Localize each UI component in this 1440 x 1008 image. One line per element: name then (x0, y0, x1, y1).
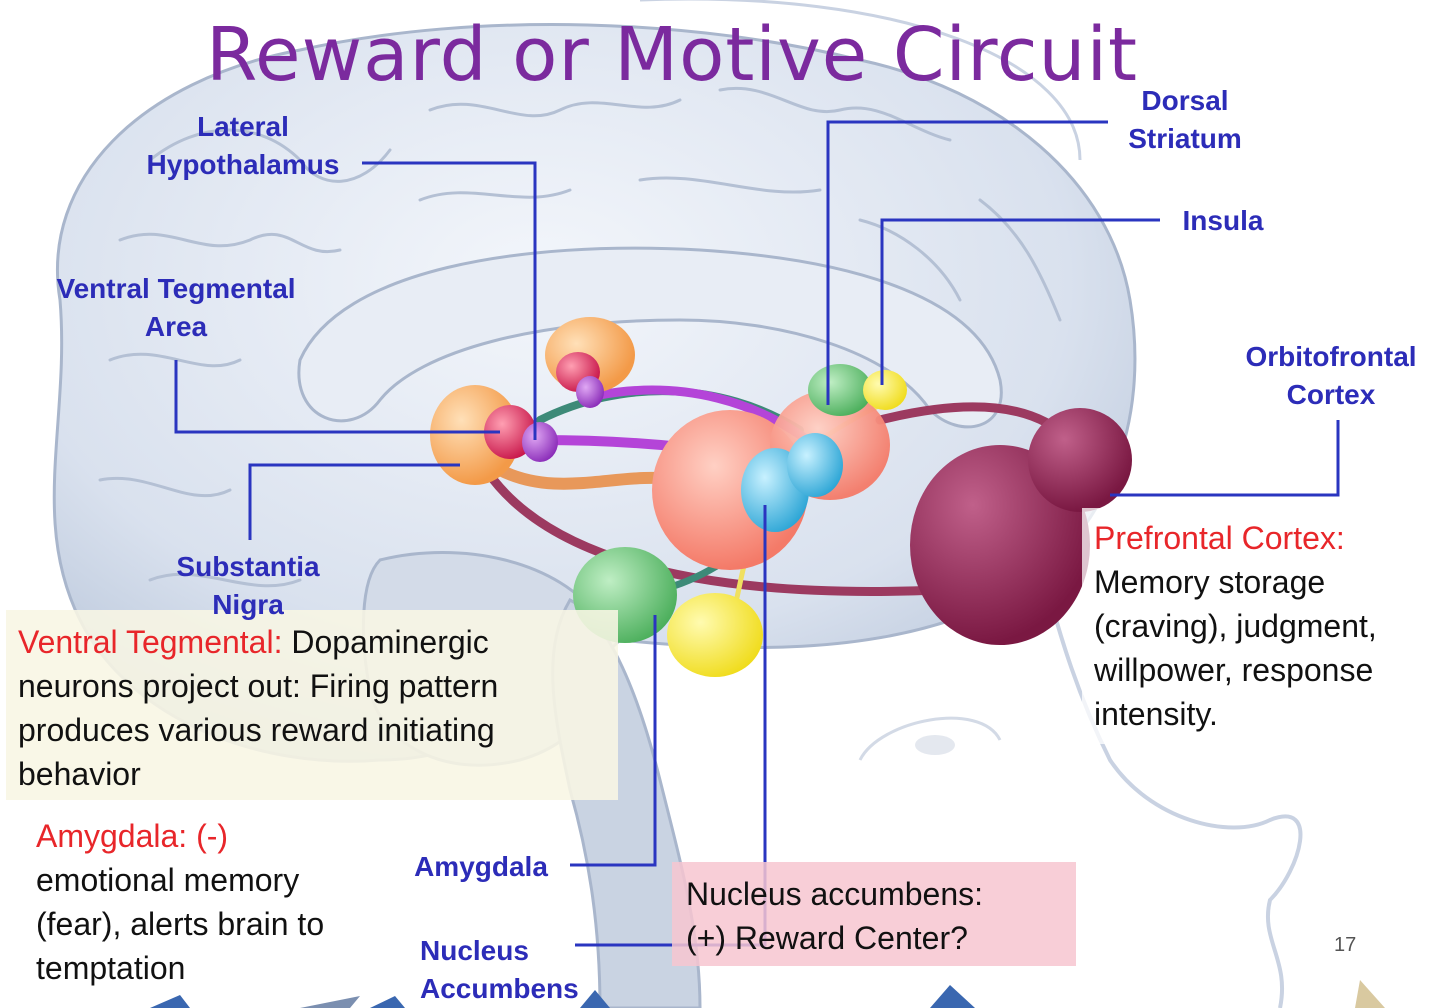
note-prefrontal-cortex: Prefrontal Cortex: Memory storage (cravi… (1094, 516, 1434, 736)
nucleus-note-panel (672, 862, 1076, 966)
prefrontal-note-panel (1082, 508, 1434, 744)
label-insula: Insula (1182, 205, 1264, 236)
note-heading: Ventral Tegmental: (18, 624, 283, 660)
face-outline (1038, 559, 1303, 1008)
lateral-hypothalamus-shape (522, 422, 558, 462)
label-amygdala: Amygdala (414, 851, 548, 882)
head-profile-outline (640, 0, 1082, 161)
page-number: 17 (1334, 934, 1357, 956)
leader-lines (174, 120, 1340, 947)
note-amygdala: Amygdala: (-) emotional memory (fear), a… (36, 814, 416, 990)
note-heading: Prefrontal Cortex: (1094, 520, 1345, 556)
page-title: Reward or Motive Circuit (205, 12, 1139, 98)
vta-note-panel (6, 610, 618, 800)
dorsal-striatum-shape (808, 364, 872, 416)
corpus-callosum (297, 246, 1003, 429)
note-heading: Amygdala: (-) (36, 818, 229, 854)
brain-gyri (98, 86, 1062, 588)
decor-shape (150, 995, 190, 1008)
insula-shape (863, 370, 907, 410)
note-ventral-tegmental: Ventral Tegmental: Dopaminergic neurons … (18, 624, 499, 792)
note-nucleus-accumbens: Nucleus accumbens: (+) Reward Center? (686, 876, 984, 956)
